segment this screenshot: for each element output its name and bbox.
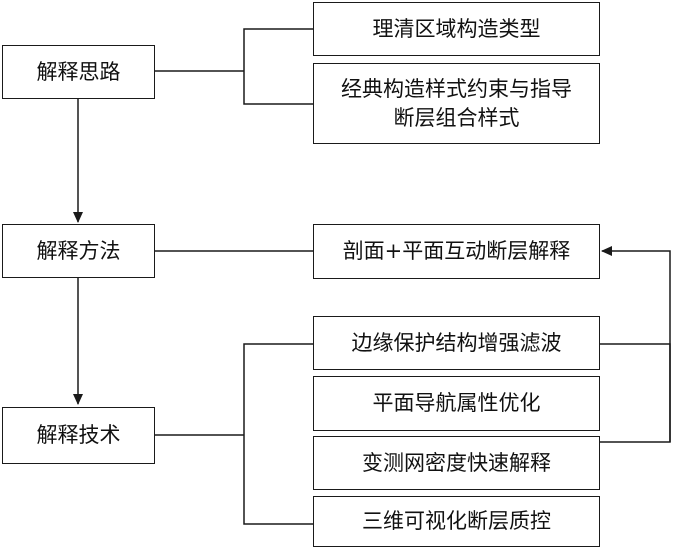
feedback-arrow	[601, 246, 671, 442]
node-technique: 解释技术	[2, 407, 155, 464]
node-method-label: 解释方法	[36, 238, 121, 263]
node-technique-label: 解释技术	[36, 423, 121, 448]
node-idea: 解释思路	[2, 45, 155, 99]
bracket-idea	[243, 28, 313, 105]
technique-item-2: 平面导航属性优化	[313, 376, 600, 431]
technique-item-1-label: 边缘保护结构增强滤波	[351, 330, 562, 355]
technique-item-2-label: 平面导航属性优化	[372, 391, 541, 416]
technique-item-3-label: 变测网密度快速解释	[362, 450, 551, 475]
method-item-1: 剖面+平面互动断层解释	[313, 224, 600, 279]
technique-item-3: 变测网密度快速解释	[313, 436, 600, 490]
idea-item-2-label: 经典构造样式约束与指导断层组合样式	[341, 77, 572, 130]
technique-item-4-label: 三维可视化断层质控	[362, 509, 551, 534]
idea-item-1-label: 理清区域构造类型	[372, 16, 541, 41]
feedback-bracket	[600, 343, 671, 443]
method-item-1-label: 剖面+平面互动断层解释	[342, 239, 571, 264]
idea-item-1: 理清区域构造类型	[313, 2, 600, 56]
bracket-technique	[243, 343, 313, 525]
node-idea-label: 解释思路	[36, 59, 121, 84]
node-method: 解释方法	[2, 224, 155, 278]
idea-item-2: 经典构造样式约束与指导断层组合样式	[313, 63, 600, 144]
technique-item-1: 边缘保护结构增强滤波	[313, 316, 600, 370]
technique-item-4: 三维可视化断层质控	[313, 496, 600, 547]
